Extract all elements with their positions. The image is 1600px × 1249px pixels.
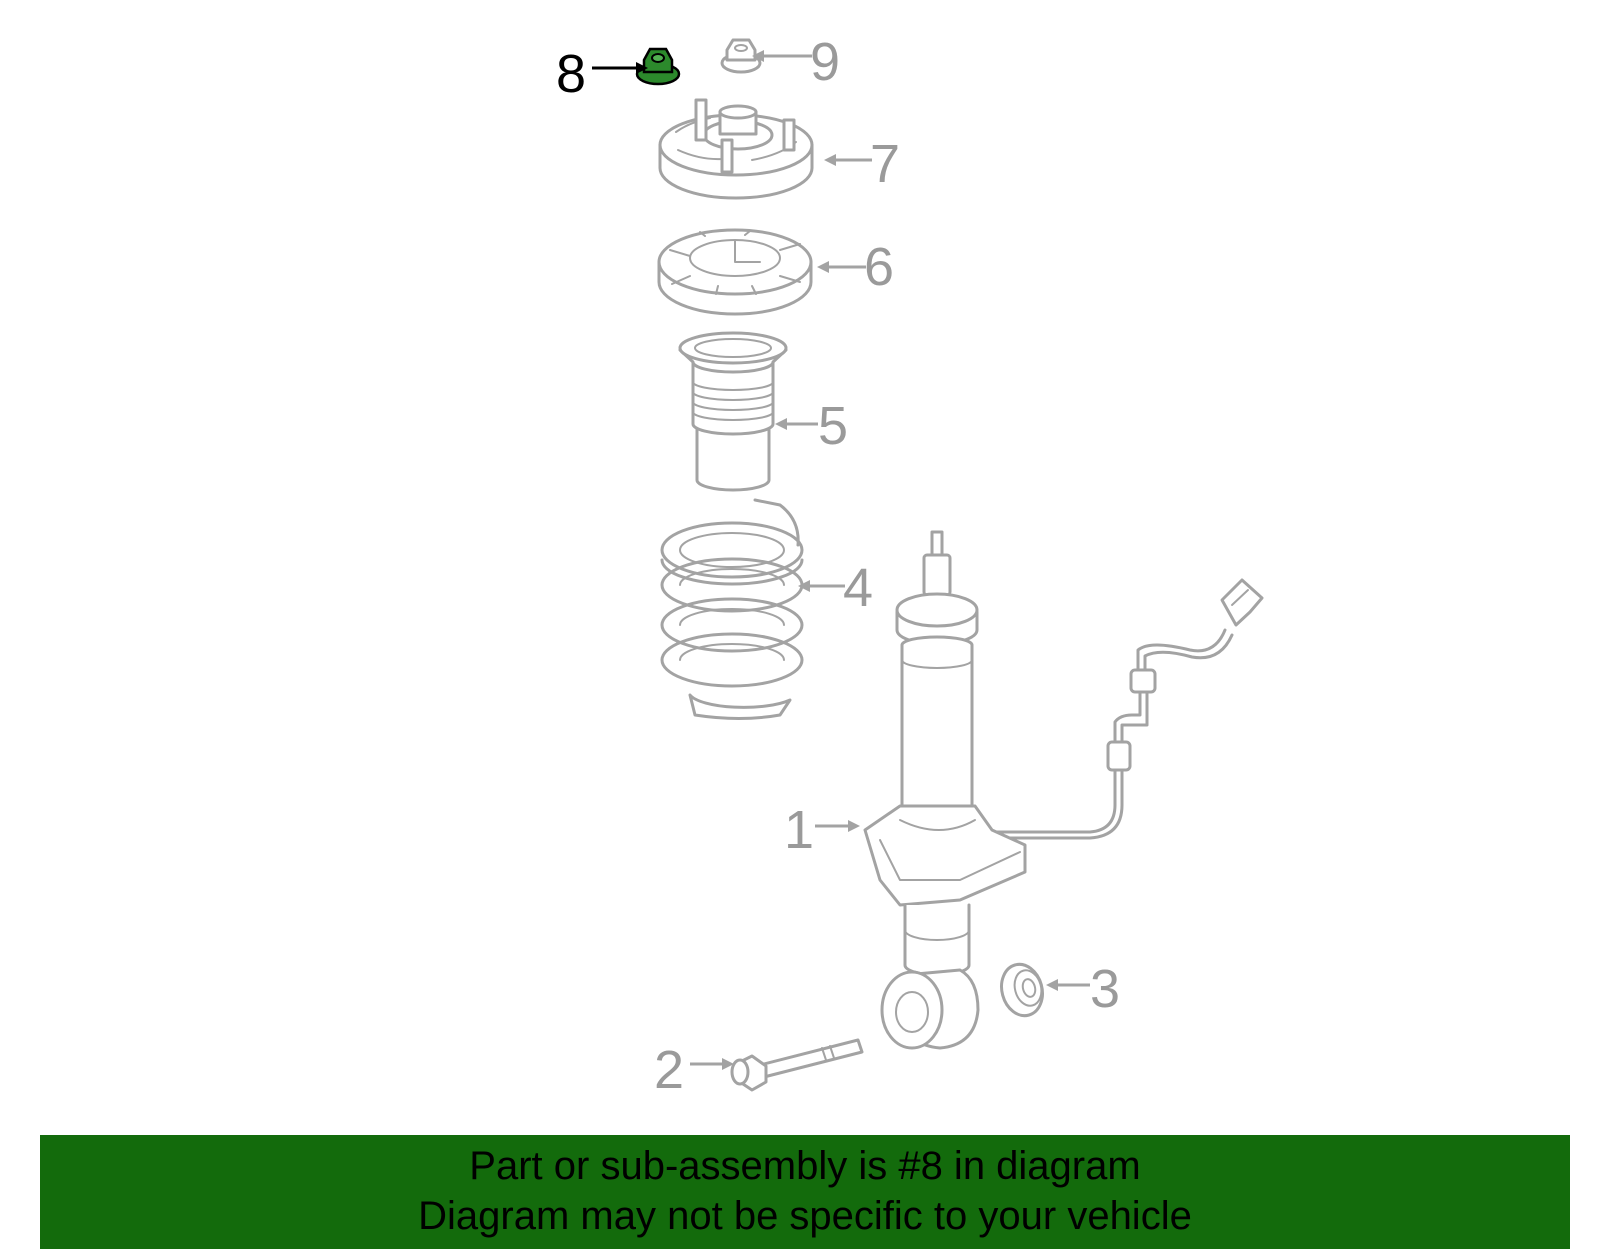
callout-label-1: 1 xyxy=(784,800,814,860)
parts-diagram: 8 9 7 6 5 4 1 3 2 xyxy=(556,32,1264,1100)
callout-label-5: 5 xyxy=(818,396,848,456)
part-2-bolt[interactable] xyxy=(730,1038,864,1092)
part-1-strut-assembly[interactable] xyxy=(863,530,1264,1050)
part-4-coil-spring[interactable] xyxy=(660,498,804,720)
info-banner: Part or sub-assembly is #8 in diagram Di… xyxy=(40,1135,1570,1249)
part-7-upper-mount[interactable] xyxy=(658,98,814,200)
banner-line-part-number: Part or sub-assembly is #8 in diagram xyxy=(469,1144,1141,1188)
callout-label-6: 6 xyxy=(864,237,894,297)
part-8-flange-nut[interactable] xyxy=(635,47,681,86)
banner-line-disclaimer: Diagram may not be specific to your vehi… xyxy=(418,1194,1192,1238)
callout-label-2: 2 xyxy=(654,1040,684,1100)
part-6-isolator[interactable] xyxy=(657,228,813,316)
callout-label-3: 3 xyxy=(1090,959,1120,1019)
part-5-bump-stop[interactable] xyxy=(678,331,788,492)
part-9-nut[interactable] xyxy=(720,38,762,74)
callout-label-8: 8 xyxy=(556,44,586,104)
callout-label-4: 4 xyxy=(843,558,873,618)
callout-label-7: 7 xyxy=(870,134,900,194)
part-3-flange-nut[interactable] xyxy=(996,960,1048,1021)
callout-arrows xyxy=(592,50,1090,1070)
callout-label-9: 9 xyxy=(810,32,840,92)
